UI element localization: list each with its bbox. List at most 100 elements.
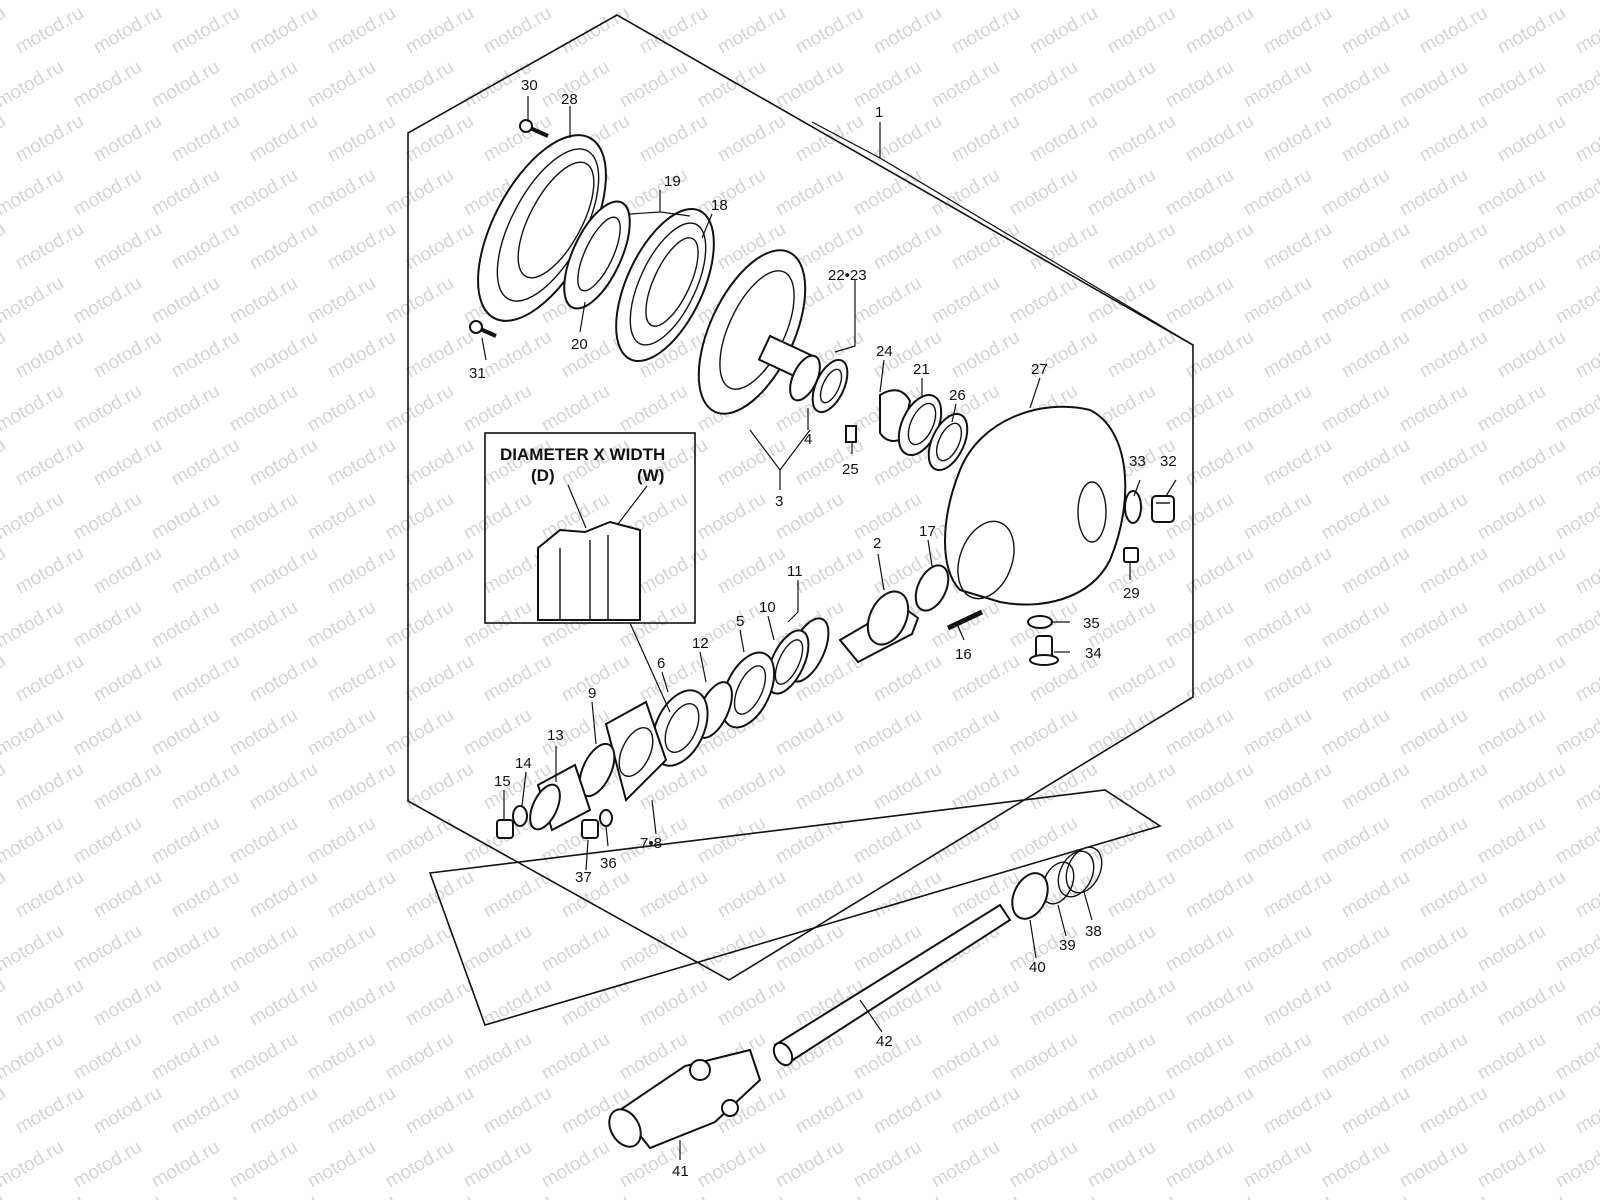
watermark-text: motod.ru — [1572, 867, 1600, 923]
watermark-text: motod.ru — [1396, 597, 1471, 653]
watermark-text: motod.ru — [168, 867, 243, 923]
watermark-text: motod.ru — [792, 219, 867, 275]
watermark-text: motod.ru — [1162, 1137, 1237, 1193]
watermark-text: motod.ru — [1338, 327, 1413, 383]
watermark-text: motod.ru — [1416, 1083, 1491, 1139]
watermark-text: motod.ru — [850, 165, 925, 221]
watermark-text: motod.ru — [1572, 1083, 1600, 1139]
watermark-text: motod.ru — [402, 3, 477, 59]
watermark-text: motod.ru — [850, 57, 925, 113]
watermark-text: motod.ru — [246, 435, 321, 491]
watermark-text: motod.ru — [0, 813, 67, 869]
watermark-text: motod.ru — [850, 0, 925, 4]
watermark-text: motod.ru — [1240, 273, 1315, 329]
callout-9: 9 — [588, 685, 596, 702]
watermark-text: motod.ru — [12, 1083, 87, 1139]
nut-37 — [581, 819, 599, 839]
shaft-frame-outline — [428, 789, 1162, 1026]
watermark-text: motod.ru — [558, 975, 633, 1031]
callout-19: 19 — [664, 173, 681, 190]
watermark-text: motod.ru — [772, 57, 847, 113]
watermark-text: motod.ru — [0, 327, 9, 383]
watermark-text: motod.ru — [1260, 975, 1335, 1031]
watermark-text: motod.ru — [928, 273, 1003, 329]
watermark-text: motod.ru — [714, 543, 789, 599]
watermark-text: motod.ru — [1182, 1191, 1257, 1200]
watermark-text: motod.ru — [226, 705, 301, 761]
watermark-text: motod.ru — [148, 273, 223, 329]
watermark-text: motod.ru — [1416, 543, 1491, 599]
watermark-text: motod.ru — [694, 921, 769, 977]
watermark-text: motod.ru — [226, 1029, 301, 1085]
watermark-text: motod.ru — [714, 975, 789, 1031]
watermark-text: motod.ru — [0, 381, 67, 437]
watermark-text: motod.ru — [402, 219, 477, 275]
watermark-text: motod.ru — [1104, 111, 1179, 167]
watermark-text: motod.ru — [714, 3, 789, 59]
watermark-text: motod.ru — [324, 327, 399, 383]
watermark-text: motod.ru — [168, 1083, 243, 1139]
callout-10: 10 — [759, 599, 776, 616]
watermark-text: motod.ru — [928, 1029, 1003, 1085]
watermark-text: motod.ru — [928, 597, 1003, 653]
watermark-text: motod.ru — [1338, 435, 1413, 491]
watermark-text: motod.ru — [772, 0, 847, 4]
drive-pinion-2 — [838, 590, 920, 664]
watermark-text: motod.ru — [1494, 111, 1569, 167]
watermark-text: motod.ru — [382, 381, 457, 437]
watermark-text: motod.ru — [226, 813, 301, 869]
watermark-text: motod.ru — [870, 1191, 945, 1200]
watermark-text: motod.ru — [148, 57, 223, 113]
watermark-text: motod.ru — [0, 57, 67, 113]
watermark-text: motod.ru — [1084, 165, 1159, 221]
watermark-text: motod.ru — [324, 1191, 399, 1200]
watermark-text: motod.ru — [1552, 489, 1600, 545]
watermark-text: motod.ru — [246, 1083, 321, 1139]
watermark-text: motod.ru — [324, 111, 399, 167]
watermark-text: motod.ru — [1182, 1083, 1257, 1139]
watermark-text: motod.ru — [0, 705, 67, 761]
watermark-text: motod.ru — [870, 651, 945, 707]
watermark-text: motod.ru — [324, 435, 399, 491]
watermark-text: motod.ru — [168, 327, 243, 383]
watermark-text: motod.ru — [1338, 867, 1413, 923]
watermark-text: motod.ru — [460, 597, 535, 653]
watermark-text: motod.ru — [1318, 0, 1393, 4]
watermark-text: motod.ru — [1396, 705, 1471, 761]
watermark-text: motod.ru — [382, 57, 457, 113]
callout-13: 13 — [547, 727, 564, 744]
watermark-text: motod.ru — [1084, 1137, 1159, 1193]
watermark-text: motod.ru — [558, 3, 633, 59]
watermark-text: motod.ru — [382, 273, 457, 329]
watermark-text: motod.ru — [714, 759, 789, 815]
watermark-text: motod.ru — [90, 111, 165, 167]
watermark-text: motod.ru — [304, 597, 379, 653]
watermark-text: motod.ru — [1318, 597, 1393, 653]
watermark-text: motod.ru — [226, 273, 301, 329]
watermark-text: motod.ru — [168, 543, 243, 599]
watermark-text: motod.ru — [1572, 219, 1600, 275]
watermark-text: motod.ru — [792, 3, 867, 59]
watermark-text: motod.ru — [1552, 57, 1600, 113]
watermark-text: motod.ru — [1260, 543, 1335, 599]
watermark-text: motod.ru — [90, 3, 165, 59]
watermark-text: motod.ru — [90, 759, 165, 815]
bearing-17 — [914, 564, 950, 612]
watermark-text: motod.ru — [324, 651, 399, 707]
oil-seal-20 — [563, 200, 631, 310]
watermark-text: motod.ru — [402, 651, 477, 707]
watermark-text: motod.ru — [1104, 1191, 1179, 1200]
watermark-text: motod.ru — [1260, 1083, 1335, 1139]
watermark-text: motod.ru — [1260, 435, 1335, 491]
watermark-text: motod.ru — [1494, 867, 1569, 923]
watermark-text: motod.ru — [1162, 597, 1237, 653]
watermark-text: motod.ru — [304, 0, 379, 4]
watermark-text: motod.ru — [1240, 165, 1315, 221]
watermark-text: motod.ru — [1318, 921, 1393, 977]
watermark-text: motod.ru — [90, 435, 165, 491]
watermark-text: motod.ru — [1104, 1083, 1179, 1139]
watermark-text: motod.ru — [870, 219, 945, 275]
watermark-text: motod.ru — [1006, 57, 1081, 113]
watermark-text: motod.ru — [1552, 705, 1600, 761]
